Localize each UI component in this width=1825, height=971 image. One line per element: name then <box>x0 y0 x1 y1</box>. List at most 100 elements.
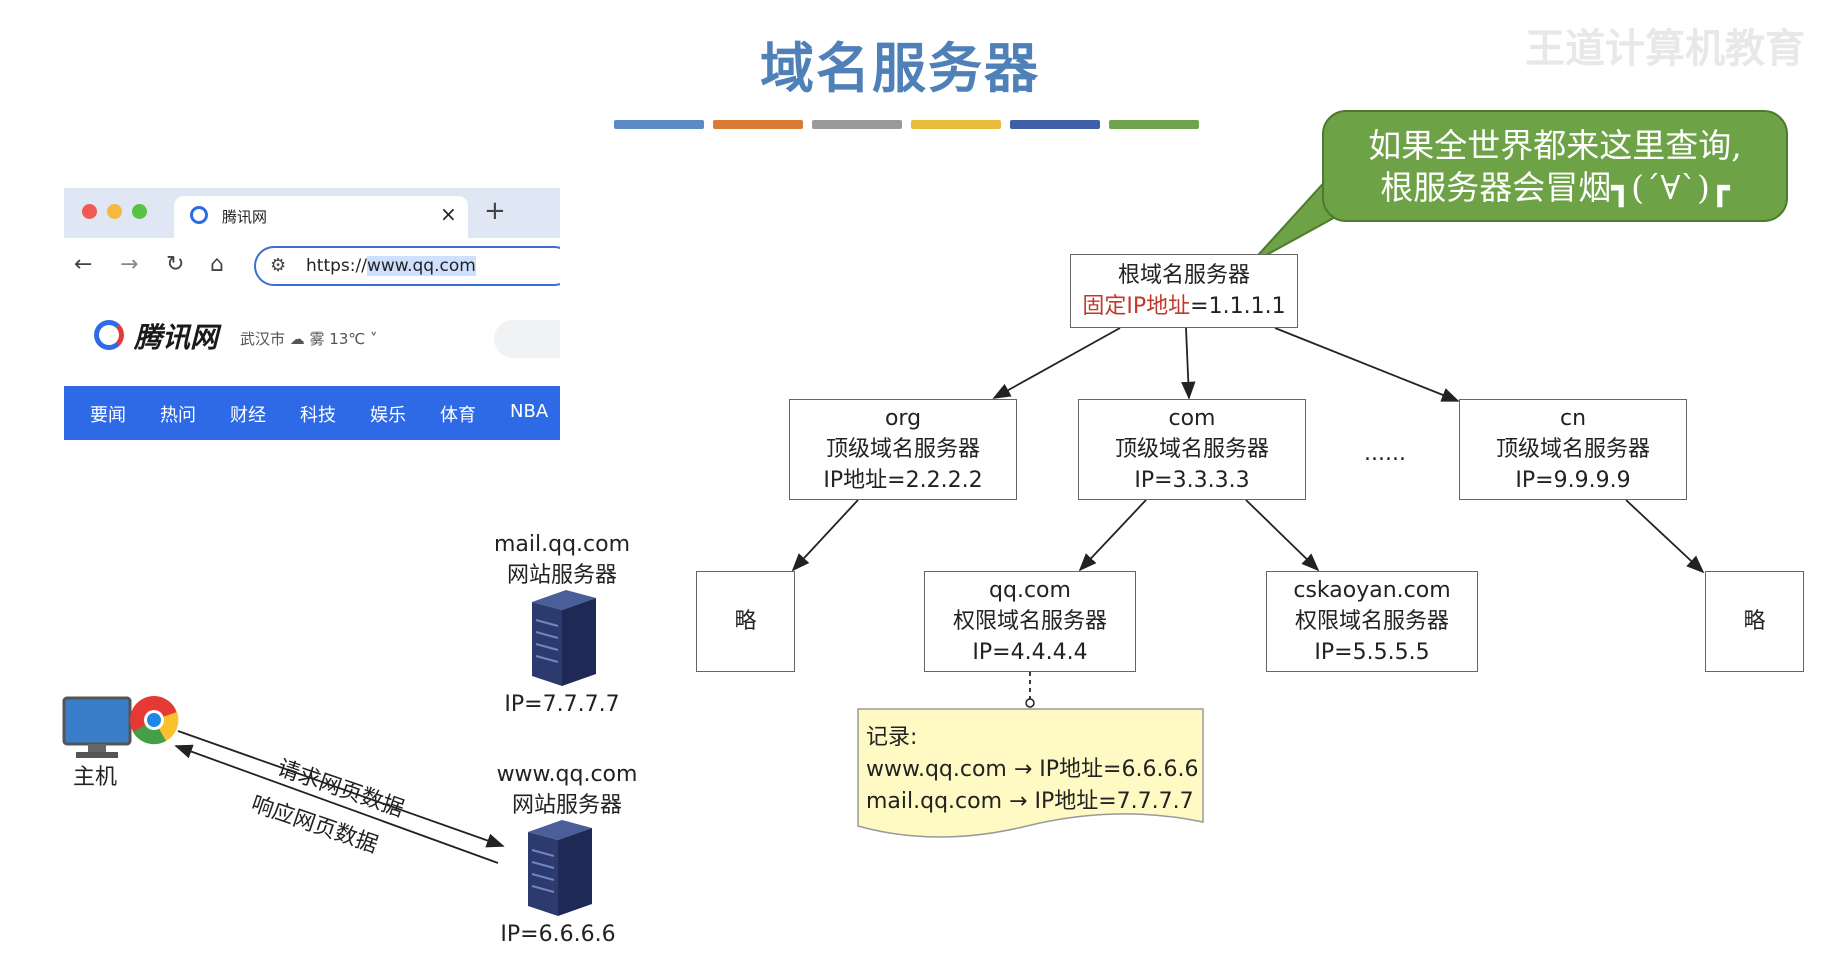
tld-com-role: 顶级域名服务器 <box>1114 437 1269 462</box>
bubble-line-2: 根服务器会冒烟┓(´∀`)┏ <box>1380 168 1730 207</box>
bubble-line-1: 如果全世界都来这里查询, <box>1368 126 1742 165</box>
forward-icon[interactable]: → <box>120 252 139 277</box>
record-note-shape <box>857 708 1204 838</box>
site-menu: 要闻 热问 财经 科技 娱乐 体育 NBA <box>64 386 560 440</box>
speech-bubble: 如果全世界都来这里查询, 根服务器会冒烟┓(´∀`)┏ <box>1322 110 1788 222</box>
color-bar <box>614 120 704 129</box>
color-bar <box>1109 120 1199 129</box>
page-title: 域名服务器 <box>760 37 1040 100</box>
auth-cskaoyan-role: 权限域名服务器 <box>1294 609 1449 634</box>
edge-root-cn <box>1274 327 1460 402</box>
auth-qq-ip: IP=4.4.4.4 <box>972 640 1088 665</box>
home-icon[interactable]: ⌂ <box>210 252 224 277</box>
host-label: 主机 <box>72 765 117 790</box>
mail-server-name: mail.qq.com <box>493 532 631 557</box>
color-bar <box>911 120 1001 129</box>
menu-item[interactable]: 科技 <box>300 405 336 426</box>
omit-label: 略 <box>1743 609 1766 634</box>
site-header: 腾讯网 武汉市 ☁ 雾 13℃ ˅ <box>64 296 560 374</box>
tab-bar: 腾讯网 × + <box>64 188 560 238</box>
edge-org-omit <box>791 499 859 572</box>
tld-com-ip: IP=3.3.3.3 <box>1134 468 1250 493</box>
close-window-icon[interactable] <box>82 204 97 219</box>
menu-item[interactable]: NBA <box>510 401 549 422</box>
edge-com-cskaoyan <box>1245 499 1320 572</box>
site-logo[interactable]: 腾讯网 <box>134 321 219 354</box>
color-bar <box>812 120 902 129</box>
ellipsis: ...... <box>1364 441 1406 466</box>
request-arrow <box>177 730 505 848</box>
www-server-icon <box>528 820 592 916</box>
url-scheme: https:// <box>306 256 367 276</box>
host-computer-icon <box>62 696 179 758</box>
auth-cskaoyan-box: cskaoyan.com 权限域名服务器 IP=5.5.5.5 <box>1266 571 1478 672</box>
root-server-box: 根域名服务器 固定IP地址=1.1.1.1 <box>1070 254 1298 328</box>
url-host: www.qq.com <box>366 256 476 276</box>
auth-qq-domain: qq.com <box>989 578 1071 603</box>
tld-cn-ip: IP=9.9.9.9 <box>1515 468 1631 493</box>
qq-logo-icon <box>94 320 124 350</box>
root-server-name: 根域名服务器 <box>1117 263 1250 288</box>
tld-com-domain: com <box>1168 406 1216 431</box>
tld-com-box: com 顶级域名服务器 IP=3.3.3.3 <box>1078 399 1306 500</box>
color-bar <box>713 120 803 129</box>
tab-title: 腾讯网 <box>222 208 268 226</box>
record-title: 记录: <box>866 725 918 750</box>
response-arrow <box>174 744 499 864</box>
tab-close-icon[interactable]: × <box>440 202 457 226</box>
auth-qq-box: qq.com 权限域名服务器 IP=4.4.4.4 <box>924 571 1136 672</box>
site-settings-icon[interactable]: ⚙ <box>270 255 287 276</box>
menu-item[interactable]: 财经 <box>230 405 266 426</box>
omit-box-cn: 略 <box>1705 571 1804 672</box>
www-server-labels: www.qq.com 网站服务器 <box>482 759 652 821</box>
reload-icon[interactable]: ↻ <box>166 252 185 277</box>
browser-window: 腾讯网 × + ← → ↻ ⌂ ⚙ https://www.qq.com 腾讯网… <box>64 188 560 440</box>
new-tab-icon[interactable]: + <box>484 196 506 226</box>
qq-favicon-icon <box>190 206 208 224</box>
mail-server-ip: IP=7.7.7.7 <box>504 692 620 717</box>
tld-cn-role: 顶级域名服务器 <box>1495 437 1650 462</box>
tld-cn-domain: cn <box>1559 406 1587 431</box>
record-anchor <box>1025 698 1035 708</box>
tld-org-domain: org <box>884 406 922 431</box>
menu-item[interactable]: 体育 <box>440 405 476 426</box>
record-note: 记录: www.qq.com → IP地址=6.6.6.6 mail.qq.co… <box>866 722 1198 818</box>
mail-server-icon <box>532 590 596 686</box>
mail-server-labels: mail.qq.com 网站服务器 <box>482 529 642 591</box>
edge-root-com <box>1181 327 1196 400</box>
tld-org-box: org 顶级域名服务器 IP地址=2.2.2.2 <box>789 399 1017 500</box>
maximize-window-icon[interactable] <box>132 204 147 219</box>
auth-qq-role: 权限域名服务器 <box>952 609 1107 634</box>
tab-qq[interactable]: 腾讯网 × <box>174 196 468 238</box>
city-weather[interactable]: 武汉市 ☁ 雾 13℃ ˅ <box>240 330 378 348</box>
nav-bar: ← → ↻ ⌂ ⚙ https://www.qq.com <box>64 238 560 297</box>
watermark: 王道计算机教育 <box>1525 26 1805 72</box>
www-server-ip: IP=6.6.6.6 <box>500 922 616 947</box>
site-search-box[interactable] <box>494 320 560 358</box>
edge-root-org <box>992 327 1121 399</box>
back-icon[interactable]: ← <box>74 252 93 277</box>
minimize-window-icon[interactable] <box>107 204 122 219</box>
menu-item[interactable]: 娱乐 <box>370 405 406 426</box>
omit-box-org: 略 <box>696 571 795 672</box>
auth-cskaoyan-domain: cskaoyan.com <box>1293 578 1451 603</box>
record-line-mail: mail.qq.com → IP地址=7.7.7.7 <box>866 789 1194 814</box>
menu-item[interactable]: 热问 <box>160 405 196 426</box>
url-text: https://www.qq.com <box>306 256 476 276</box>
edge-com-qq <box>1078 499 1147 572</box>
edge-cn-omit <box>1625 499 1705 574</box>
address-bar[interactable]: ⚙ https://www.qq.com <box>254 246 560 286</box>
tld-org-role: 顶级域名服务器 <box>825 437 980 462</box>
root-ip-value: =1.1.1.1 <box>1190 294 1286 319</box>
record-line-www: www.qq.com → IP地址=6.6.6.6 <box>866 757 1199 782</box>
auth-cskaoyan-ip: IP=5.5.5.5 <box>1314 640 1430 665</box>
root-ip-label: 固定IP地址 <box>1082 294 1191 319</box>
color-bar <box>1010 120 1100 129</box>
www-server-role: 网站服务器 <box>511 793 622 818</box>
www-server-name: www.qq.com <box>496 762 638 787</box>
omit-label: 略 <box>734 609 757 634</box>
tld-cn-box: cn 顶级域名服务器 IP=9.9.9.9 <box>1459 399 1687 500</box>
menu-item[interactable]: 要闻 <box>90 405 126 426</box>
mail-server-role: 网站服务器 <box>506 563 617 588</box>
